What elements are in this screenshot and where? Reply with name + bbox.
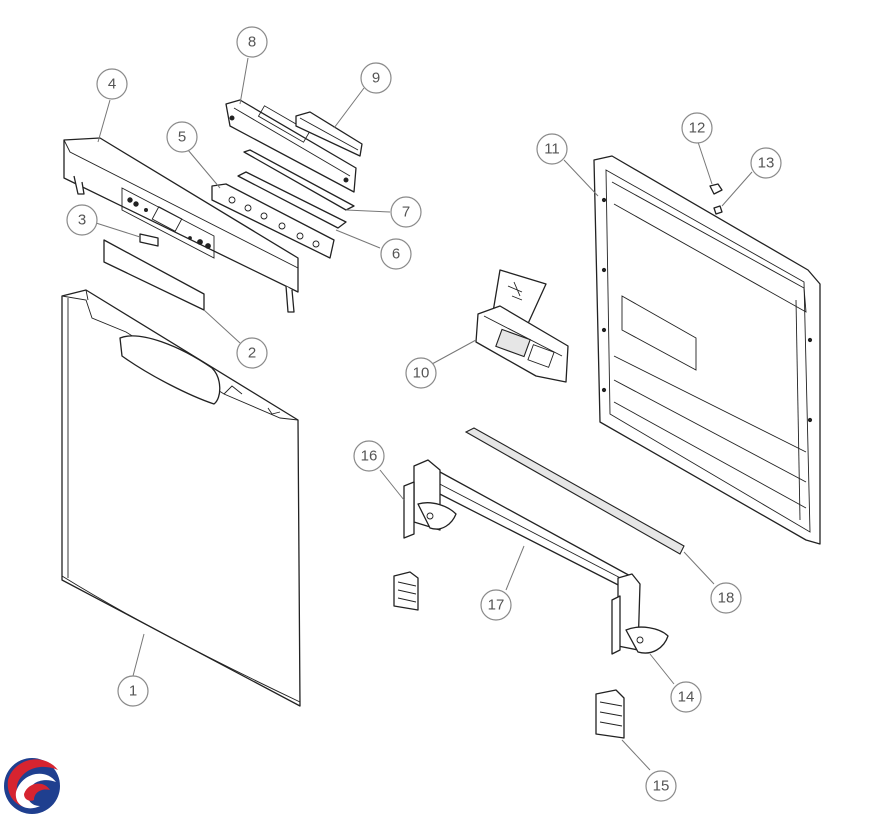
part-8-console-bracket xyxy=(225,99,357,193)
svg-text:18: 18 xyxy=(718,590,735,607)
leader-16 xyxy=(379,469,405,501)
part-10-dispenser-module xyxy=(475,269,569,383)
callout-4[interactable]: 4 xyxy=(96,68,128,100)
part-13-clip xyxy=(713,205,723,215)
part-5-button-board xyxy=(211,183,335,259)
svg-text:16: 16 xyxy=(361,448,378,465)
leader-10 xyxy=(431,339,477,365)
leader-3 xyxy=(95,222,141,238)
svg-text:4: 4 xyxy=(108,76,116,93)
part-12-clip xyxy=(709,183,723,195)
part-14-right-hinge xyxy=(611,573,669,655)
leader-7 xyxy=(345,209,391,213)
leader-13 xyxy=(721,171,753,207)
part-11-inner-door xyxy=(593,155,821,545)
callout-17[interactable]: 17 xyxy=(480,589,512,621)
part-16-left-hinge xyxy=(403,459,457,539)
svg-text:14: 14 xyxy=(678,689,695,706)
svg-text:12: 12 xyxy=(689,120,706,137)
callout-11[interactable]: 11 xyxy=(536,133,568,165)
leader-17 xyxy=(505,545,525,591)
callout-13[interactable]: 13 xyxy=(750,147,782,179)
part-17-hinge-bar xyxy=(427,471,635,593)
leader-18 xyxy=(683,551,715,585)
part-9-handle-insert xyxy=(295,111,363,157)
leader-4 xyxy=(97,99,111,143)
callout-3[interactable]: 3 xyxy=(66,204,98,236)
callout-16[interactable]: 16 xyxy=(353,440,385,472)
leader-1 xyxy=(132,633,145,677)
svg-text:10: 10 xyxy=(413,365,430,382)
part-4-control-console xyxy=(63,137,299,313)
leader-14 xyxy=(649,653,675,685)
callout-18[interactable]: 18 xyxy=(710,582,742,614)
part-18-seal-strip xyxy=(464,427,685,555)
svg-text:6: 6 xyxy=(392,246,400,263)
svg-text:7: 7 xyxy=(402,204,410,221)
callout-8[interactable]: 8 xyxy=(236,26,268,58)
leader-2 xyxy=(203,309,241,344)
callout-15[interactable]: 15 xyxy=(645,770,677,802)
svg-text:8: 8 xyxy=(248,34,256,51)
callout-6[interactable]: 6 xyxy=(380,238,412,270)
callout-10[interactable]: 10 xyxy=(405,357,437,389)
callout-1[interactable]: 1 xyxy=(117,675,149,707)
hinge-bracket-left xyxy=(393,571,419,611)
svg-text:11: 11 xyxy=(544,141,560,158)
svg-text:13: 13 xyxy=(758,155,775,172)
part-7-gasket-strip xyxy=(243,149,355,211)
callout-9[interactable]: 9 xyxy=(360,62,392,94)
leader-lines xyxy=(95,57,753,771)
leader-8 xyxy=(239,57,249,105)
svg-text:15: 15 xyxy=(653,778,670,795)
svg-text:1: 1 xyxy=(129,683,137,700)
leader-11 xyxy=(563,159,599,197)
part-1-door-panel xyxy=(61,289,301,707)
callouts: 1 2 3 4 5 6 7 8 xyxy=(66,26,782,802)
svg-text:2: 2 xyxy=(248,345,256,362)
svg-text:5: 5 xyxy=(178,129,186,146)
leader-12 xyxy=(697,141,713,185)
callout-2[interactable]: 2 xyxy=(236,337,268,369)
svg-text:17: 17 xyxy=(488,597,505,614)
swirl-logo-icon xyxy=(4,758,60,814)
part-15-hinge-bracket xyxy=(595,689,625,739)
leader-9 xyxy=(333,87,365,129)
svg-text:9: 9 xyxy=(372,70,380,87)
leader-5 xyxy=(187,149,221,189)
callout-5[interactable]: 5 xyxy=(166,121,198,153)
part-3-label-plate xyxy=(139,233,159,247)
callout-7[interactable]: 7 xyxy=(390,196,422,228)
callout-14[interactable]: 14 xyxy=(670,681,702,713)
leader-15 xyxy=(621,739,651,771)
svg-text:3: 3 xyxy=(78,212,86,229)
leader-6 xyxy=(335,229,381,249)
part-2-lower-strip xyxy=(103,239,205,311)
callout-12[interactable]: 12 xyxy=(681,112,713,144)
part-6-overlay-strip xyxy=(237,171,347,229)
